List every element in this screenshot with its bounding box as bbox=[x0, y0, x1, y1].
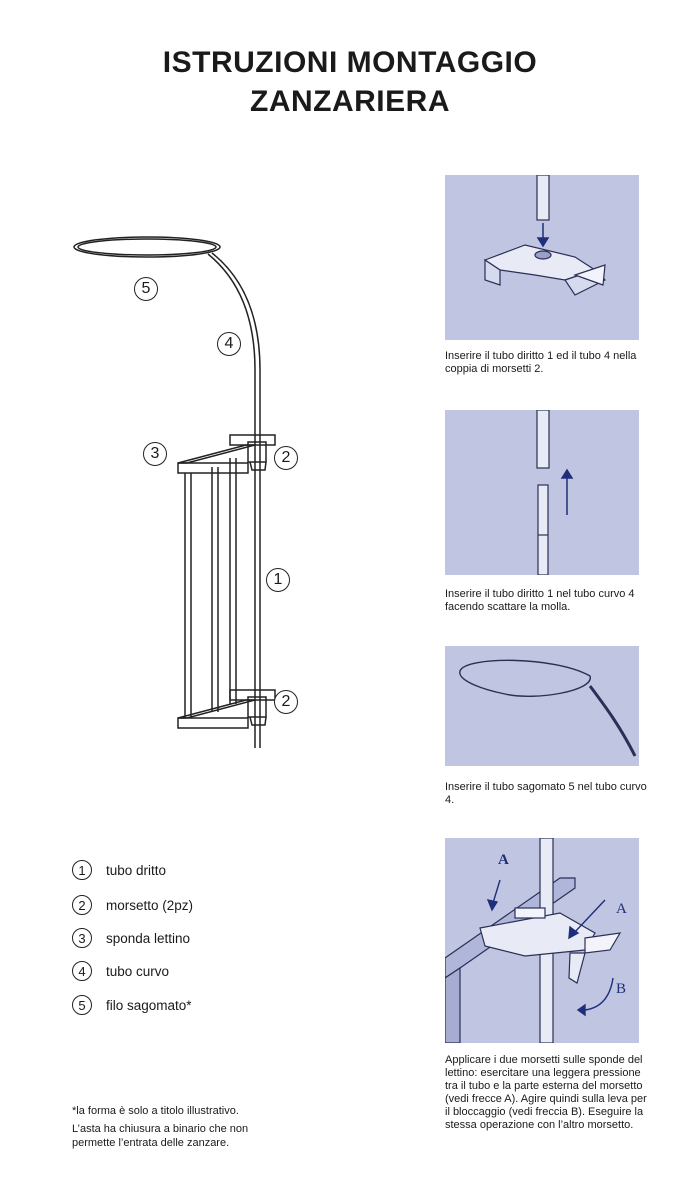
legend-item-1: 1 tubo dritto bbox=[72, 858, 166, 882]
legend-number: 2 bbox=[72, 895, 92, 915]
step-4-caption: Applicare i due morsetti sulle sponde de… bbox=[445, 1054, 647, 1131]
callout-3: 3 bbox=[143, 442, 167, 466]
arrow-label-b: B bbox=[616, 981, 627, 997]
legend-label: sponda lettino bbox=[106, 930, 191, 946]
page-title-line1: ISTRUZIONI MONTAGGIO bbox=[162, 46, 538, 79]
step-1-caption: Inserire il tubo diritto 1 ed il tubo 4 … bbox=[445, 350, 637, 375]
legend-label: morsetto (2pz) bbox=[106, 897, 194, 913]
footnote-rail-closure: L’asta ha chiusura a binario che non per… bbox=[72, 1123, 249, 1149]
clamp-insert-drawing bbox=[483, 175, 607, 296]
step-2-caption: Inserire il tubo diritto 1 nel tubo curv… bbox=[445, 588, 635, 613]
arrow-label-a-left: A bbox=[498, 852, 509, 868]
footnote-illustrative: *la forma è solo a titolo illustrativo. bbox=[72, 1105, 239, 1117]
step-2-illustration bbox=[445, 410, 639, 575]
callout-5: 5 bbox=[134, 277, 158, 301]
legend-label: filo sagomato* bbox=[106, 997, 192, 1013]
legend-label: tubo dritto bbox=[106, 862, 167, 878]
tube-join-drawing bbox=[536, 410, 574, 575]
ring-insert-drawing bbox=[459, 659, 637, 757]
assembly-drawing: 5 4 3 2 1 2 bbox=[60, 220, 380, 760]
legend-item-4: 4 tubo curvo bbox=[72, 959, 169, 983]
clamp-lock-drawing bbox=[445, 838, 622, 1043]
legend-label: tubo curvo bbox=[106, 963, 170, 979]
arrow-label-a-right: A bbox=[616, 901, 627, 917]
legend-item-2: 2 morsetto (2pz) bbox=[72, 893, 193, 917]
callout-4: 4 bbox=[217, 332, 241, 356]
callout-2-top: 2 bbox=[274, 446, 298, 470]
step-3-illustration bbox=[445, 646, 639, 766]
step-3-caption: Inserire il tubo sagomato 5 nel tubo cur… bbox=[445, 781, 647, 806]
step-1-illustration bbox=[445, 175, 639, 340]
legend-number: 3 bbox=[72, 928, 92, 948]
legend-number: 4 bbox=[72, 961, 92, 981]
callout-1: 1 bbox=[266, 568, 290, 592]
legend-number: 5 bbox=[72, 995, 92, 1015]
legend-item-3: 3 sponda lettino bbox=[72, 926, 190, 950]
page-title-line2: ZANZARIERA bbox=[250, 85, 450, 118]
step-4-illustration: A A B bbox=[445, 838, 639, 1043]
callout-2-bottom: 2 bbox=[274, 690, 298, 714]
legend-number: 1 bbox=[72, 860, 92, 880]
legend-item-5: 5 filo sagomato* bbox=[72, 993, 192, 1017]
assembly-illustration bbox=[73, 236, 276, 748]
